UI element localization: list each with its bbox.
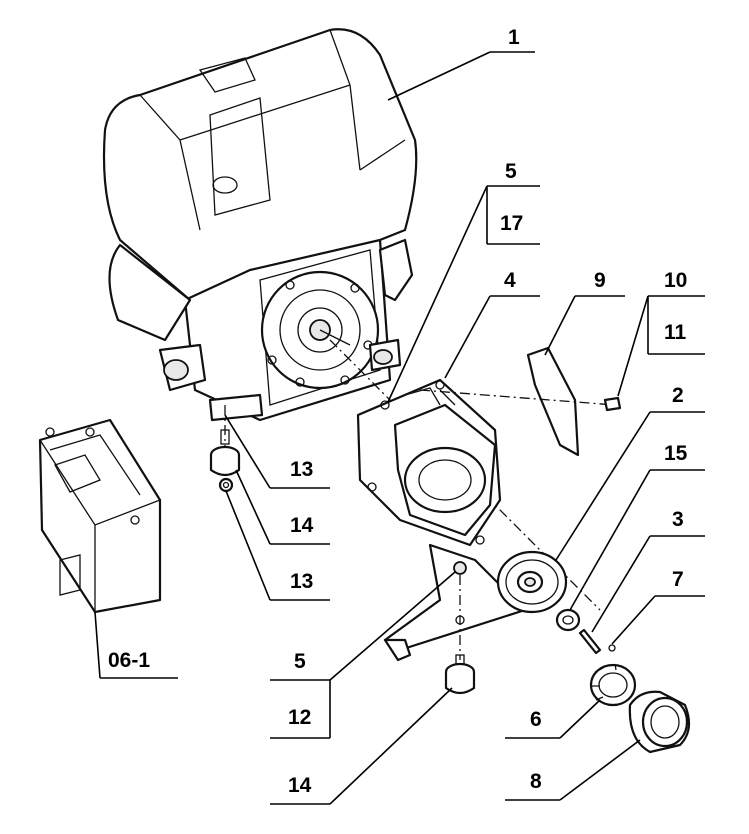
- callout-4: 4: [504, 269, 516, 292]
- callout-labels: 1 5 17 4 9 10 11 2 15 3 7 13 14 13 06-1 …: [108, 26, 688, 797]
- washer: [555, 608, 581, 632]
- callout-14: 14: [290, 514, 314, 537]
- callout-10: 10: [664, 269, 687, 292]
- callout-13: 13: [290, 458, 313, 481]
- callout-9: 9: [594, 269, 606, 292]
- callout-5b: 5: [294, 650, 306, 673]
- mount-rubber-left: [209, 405, 241, 493]
- mount-rubber-bottom: [444, 654, 476, 695]
- bolt: [603, 396, 622, 412]
- callout-8: 8: [530, 770, 542, 793]
- leader-lines: [94, 51, 705, 805]
- callout-1: 1: [508, 26, 520, 49]
- callout-14b: 14: [288, 774, 312, 797]
- callout-11: 11: [664, 321, 687, 344]
- gear: [589, 663, 637, 707]
- pin: [578, 628, 616, 655]
- bearing-sleeve: [628, 690, 691, 754]
- pulley: [496, 550, 568, 614]
- callout-2: 2: [672, 384, 684, 407]
- engine-assembly: [102, 28, 601, 611]
- callout-06-1: 06-1: [108, 649, 150, 672]
- callout-17: 17: [500, 212, 523, 235]
- callout-5: 5: [505, 160, 517, 183]
- callout-7: 7: [672, 568, 684, 591]
- callout-15: 15: [664, 442, 688, 465]
- control-box: [38, 418, 162, 614]
- callout-12: 12: [288, 706, 311, 729]
- callout-13b: 13: [290, 570, 313, 593]
- callout-6: 6: [530, 708, 542, 731]
- callout-3: 3: [672, 508, 684, 531]
- adapter-housing: [356, 378, 527, 662]
